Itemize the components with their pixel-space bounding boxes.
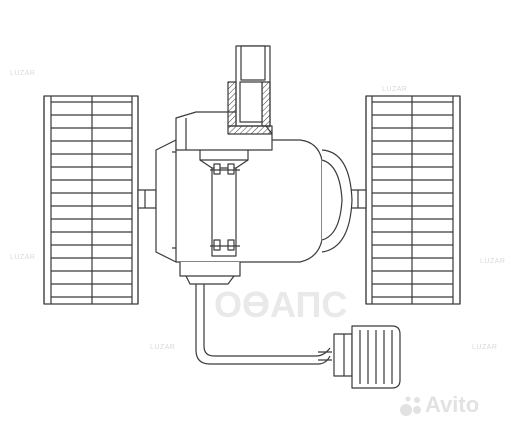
brand-watermark-right-bottom: LUZAR	[480, 258, 506, 265]
wire-harness	[195, 284, 332, 365]
brand-watermark-left: LUZAR	[10, 70, 36, 77]
top-connector	[227, 45, 273, 135]
right-fan-wheel	[365, 95, 461, 305]
left-fan-wheel	[43, 95, 139, 305]
brand-watermark-bottom-right: LUZAR	[472, 344, 498, 351]
brand-watermark-bottom-left: LUZAR	[150, 344, 176, 351]
brand-watermark-left-bottom: LUZAR	[10, 254, 36, 261]
left-shaft	[137, 189, 157, 209]
plug-connector	[333, 325, 401, 389]
avito-watermark: Avito	[425, 392, 480, 417]
motor-housing	[155, 111, 353, 285]
brand-watermark-right-top: LUZAR	[382, 86, 408, 93]
avito-logo-icon	[400, 396, 421, 416]
center-watermark-logo: ОӨАПС	[214, 284, 348, 325]
